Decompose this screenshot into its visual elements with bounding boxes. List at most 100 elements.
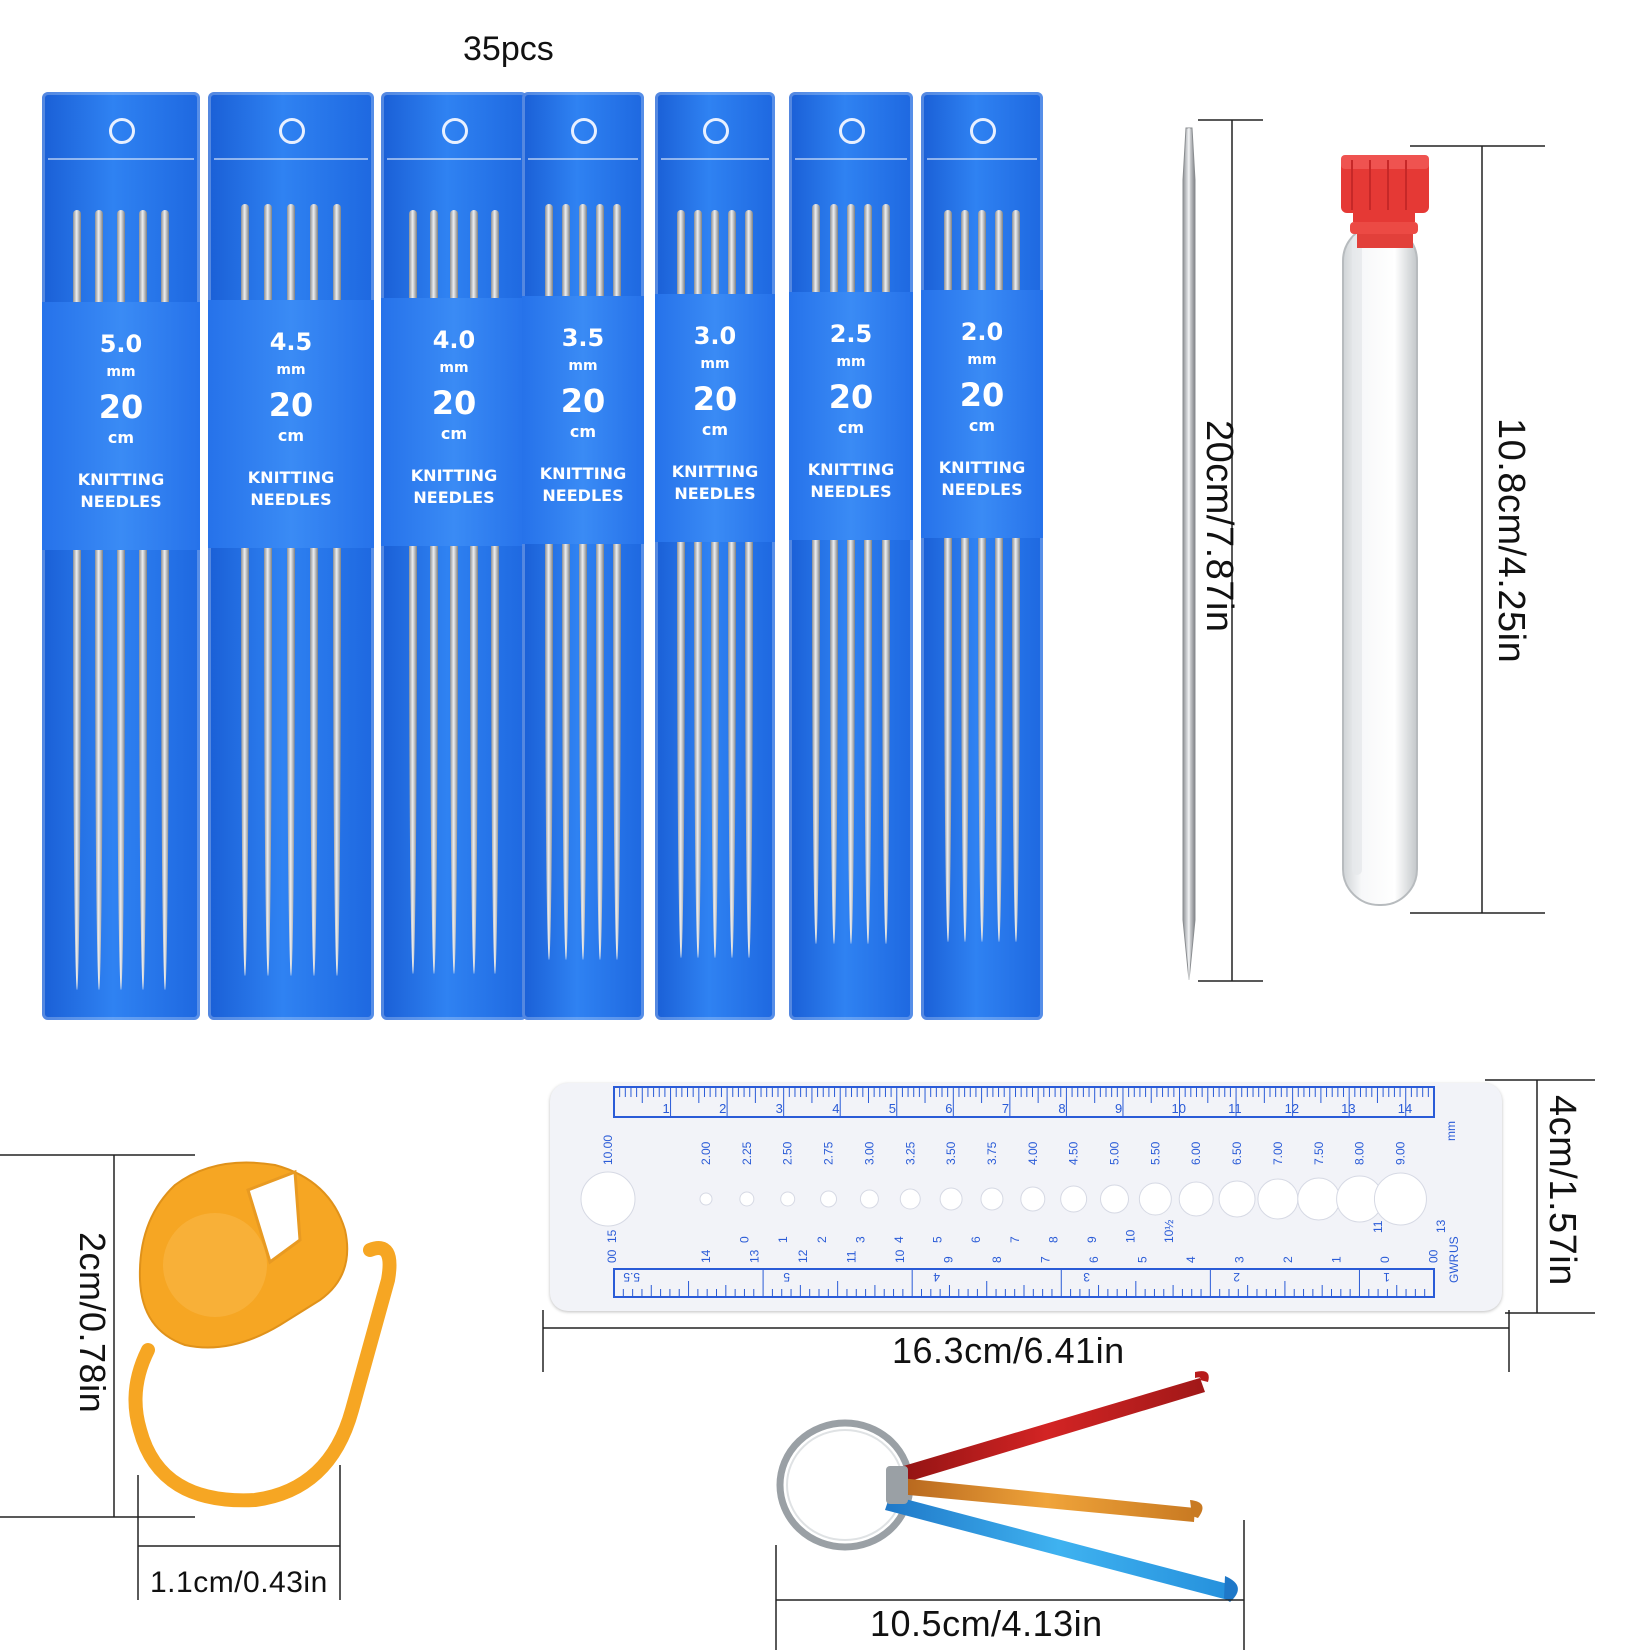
pack-size: 2.0 [960, 318, 1004, 346]
us-size-label: 9 [1085, 1236, 1099, 1243]
gauge-hole [1373, 1172, 1427, 1226]
cm-tick-label: 5 [889, 1101, 896, 1116]
uk-size-label: 9 [942, 1256, 956, 1263]
pack-size: 2.5 [829, 320, 873, 348]
pack-line2: NEEDLES [674, 484, 756, 503]
hang-hole [442, 118, 468, 144]
cm-tick-label: 8 [1058, 1101, 1065, 1116]
needle [139, 210, 148, 990]
needle [677, 210, 686, 958]
mm-size-label: 4.00 [1026, 1141, 1040, 1165]
needle-length-label: 20cm/7.87in [1198, 420, 1240, 633]
mm-size-label: 10.00 [601, 1135, 615, 1165]
us-size-label: 15 [605, 1229, 619, 1243]
gauge-hole [780, 1191, 796, 1207]
needle [694, 210, 703, 958]
pack-size: 4.0 [432, 326, 476, 354]
mm-size-label: 6.50 [1230, 1141, 1244, 1165]
uk-size-label: 7 [1039, 1256, 1053, 1263]
needle [613, 204, 622, 960]
pack-size-unit: mm [568, 358, 598, 374]
uk-size-label: 00 [1427, 1249, 1441, 1263]
needle [310, 204, 319, 976]
us-size-label: 3 [853, 1236, 867, 1243]
pack-length: 20 [560, 382, 606, 420]
extra-size-label: 11 [1371, 1220, 1385, 1233]
needle [727, 210, 736, 958]
gauge-hole [1138, 1182, 1172, 1216]
uk-size-label: 1 [1330, 1256, 1344, 1263]
pack-line1: KNITTING [77, 470, 165, 489]
stitch-marker [128, 1161, 397, 1508]
needle [117, 210, 125, 990]
uk-size-label: 4 [1184, 1256, 1198, 1263]
seal-line [927, 158, 1037, 160]
marker-dimension-lines [0, 1154, 341, 1600]
uk-size-label: 10 [893, 1249, 907, 1263]
marker-width-label: 1.1cm/0.43in [150, 1566, 328, 1599]
mm-size-label: 7.50 [1312, 1141, 1326, 1165]
needle [287, 204, 295, 976]
pack-size: 3.0 [693, 322, 737, 350]
uk-size-label: 14 [699, 1249, 713, 1263]
pack-line1: KNITTING [671, 462, 759, 481]
needle [1012, 210, 1021, 942]
pack-line1: KNITTING [247, 468, 335, 487]
seal-line [528, 158, 638, 160]
us-size-label: 8 [1046, 1236, 1060, 1243]
mm-size-label: 3.25 [903, 1141, 917, 1165]
mm-size-label: 2.50 [781, 1141, 795, 1165]
gauge-hole [1297, 1177, 1341, 1221]
us-size-label: 10½ [1162, 1220, 1176, 1243]
system-label: GWR [1447, 1253, 1461, 1283]
gauge-hole [699, 1192, 713, 1206]
pack-line2: NEEDLES [413, 488, 495, 507]
cm-tick-label: 12 [1285, 1101, 1299, 1116]
needle [561, 204, 570, 960]
needle [978, 210, 986, 942]
mm-size-label: 2.00 [699, 1141, 713, 1165]
pack-length-unit: cm [569, 422, 597, 441]
pack-line1: KNITTING [938, 458, 1026, 477]
gauge-width-label: 16.3cm/6.41in [892, 1330, 1125, 1371]
cm-tick-label: 11 [1228, 1101, 1242, 1116]
gauge-hole [820, 1190, 838, 1208]
pack-length: 20 [959, 376, 1005, 414]
pack-length: 20 [692, 380, 738, 418]
gauge-hole [1218, 1180, 1256, 1218]
gauge-hole [580, 1171, 636, 1227]
uk-size-label: 2 [1281, 1256, 1295, 1263]
hang-hole [703, 118, 729, 144]
seal-line [48, 158, 194, 160]
inch-tick-label: 2 [1233, 1270, 1240, 1284]
needle [829, 204, 838, 944]
hang-hole [109, 118, 135, 144]
gauge-hole [859, 1189, 879, 1209]
cm-tick-label: 10 [1172, 1101, 1186, 1116]
pack-size: 5.0 [99, 330, 143, 358]
mm-size-label: 9.00 [1393, 1141, 1407, 1165]
seal-line [795, 158, 907, 160]
pack-length-unit: cm [968, 416, 996, 435]
gauge-hole [899, 1188, 921, 1210]
pack-line2: NEEDLES [542, 486, 624, 505]
needle [847, 204, 855, 944]
cm-tick-label: 14 [1398, 1101, 1412, 1116]
pack-size-unit: mm [700, 356, 730, 372]
pack-length-unit: cm [440, 424, 468, 443]
mm-size-label: 3.75 [985, 1141, 999, 1165]
needle [596, 204, 605, 960]
us-size-label: 4 [892, 1236, 906, 1243]
needle [812, 204, 821, 944]
pack-size-unit: mm [106, 364, 136, 380]
uk-size-label: 3 [1233, 1256, 1247, 1263]
uk-size-label: 6 [1087, 1256, 1101, 1263]
